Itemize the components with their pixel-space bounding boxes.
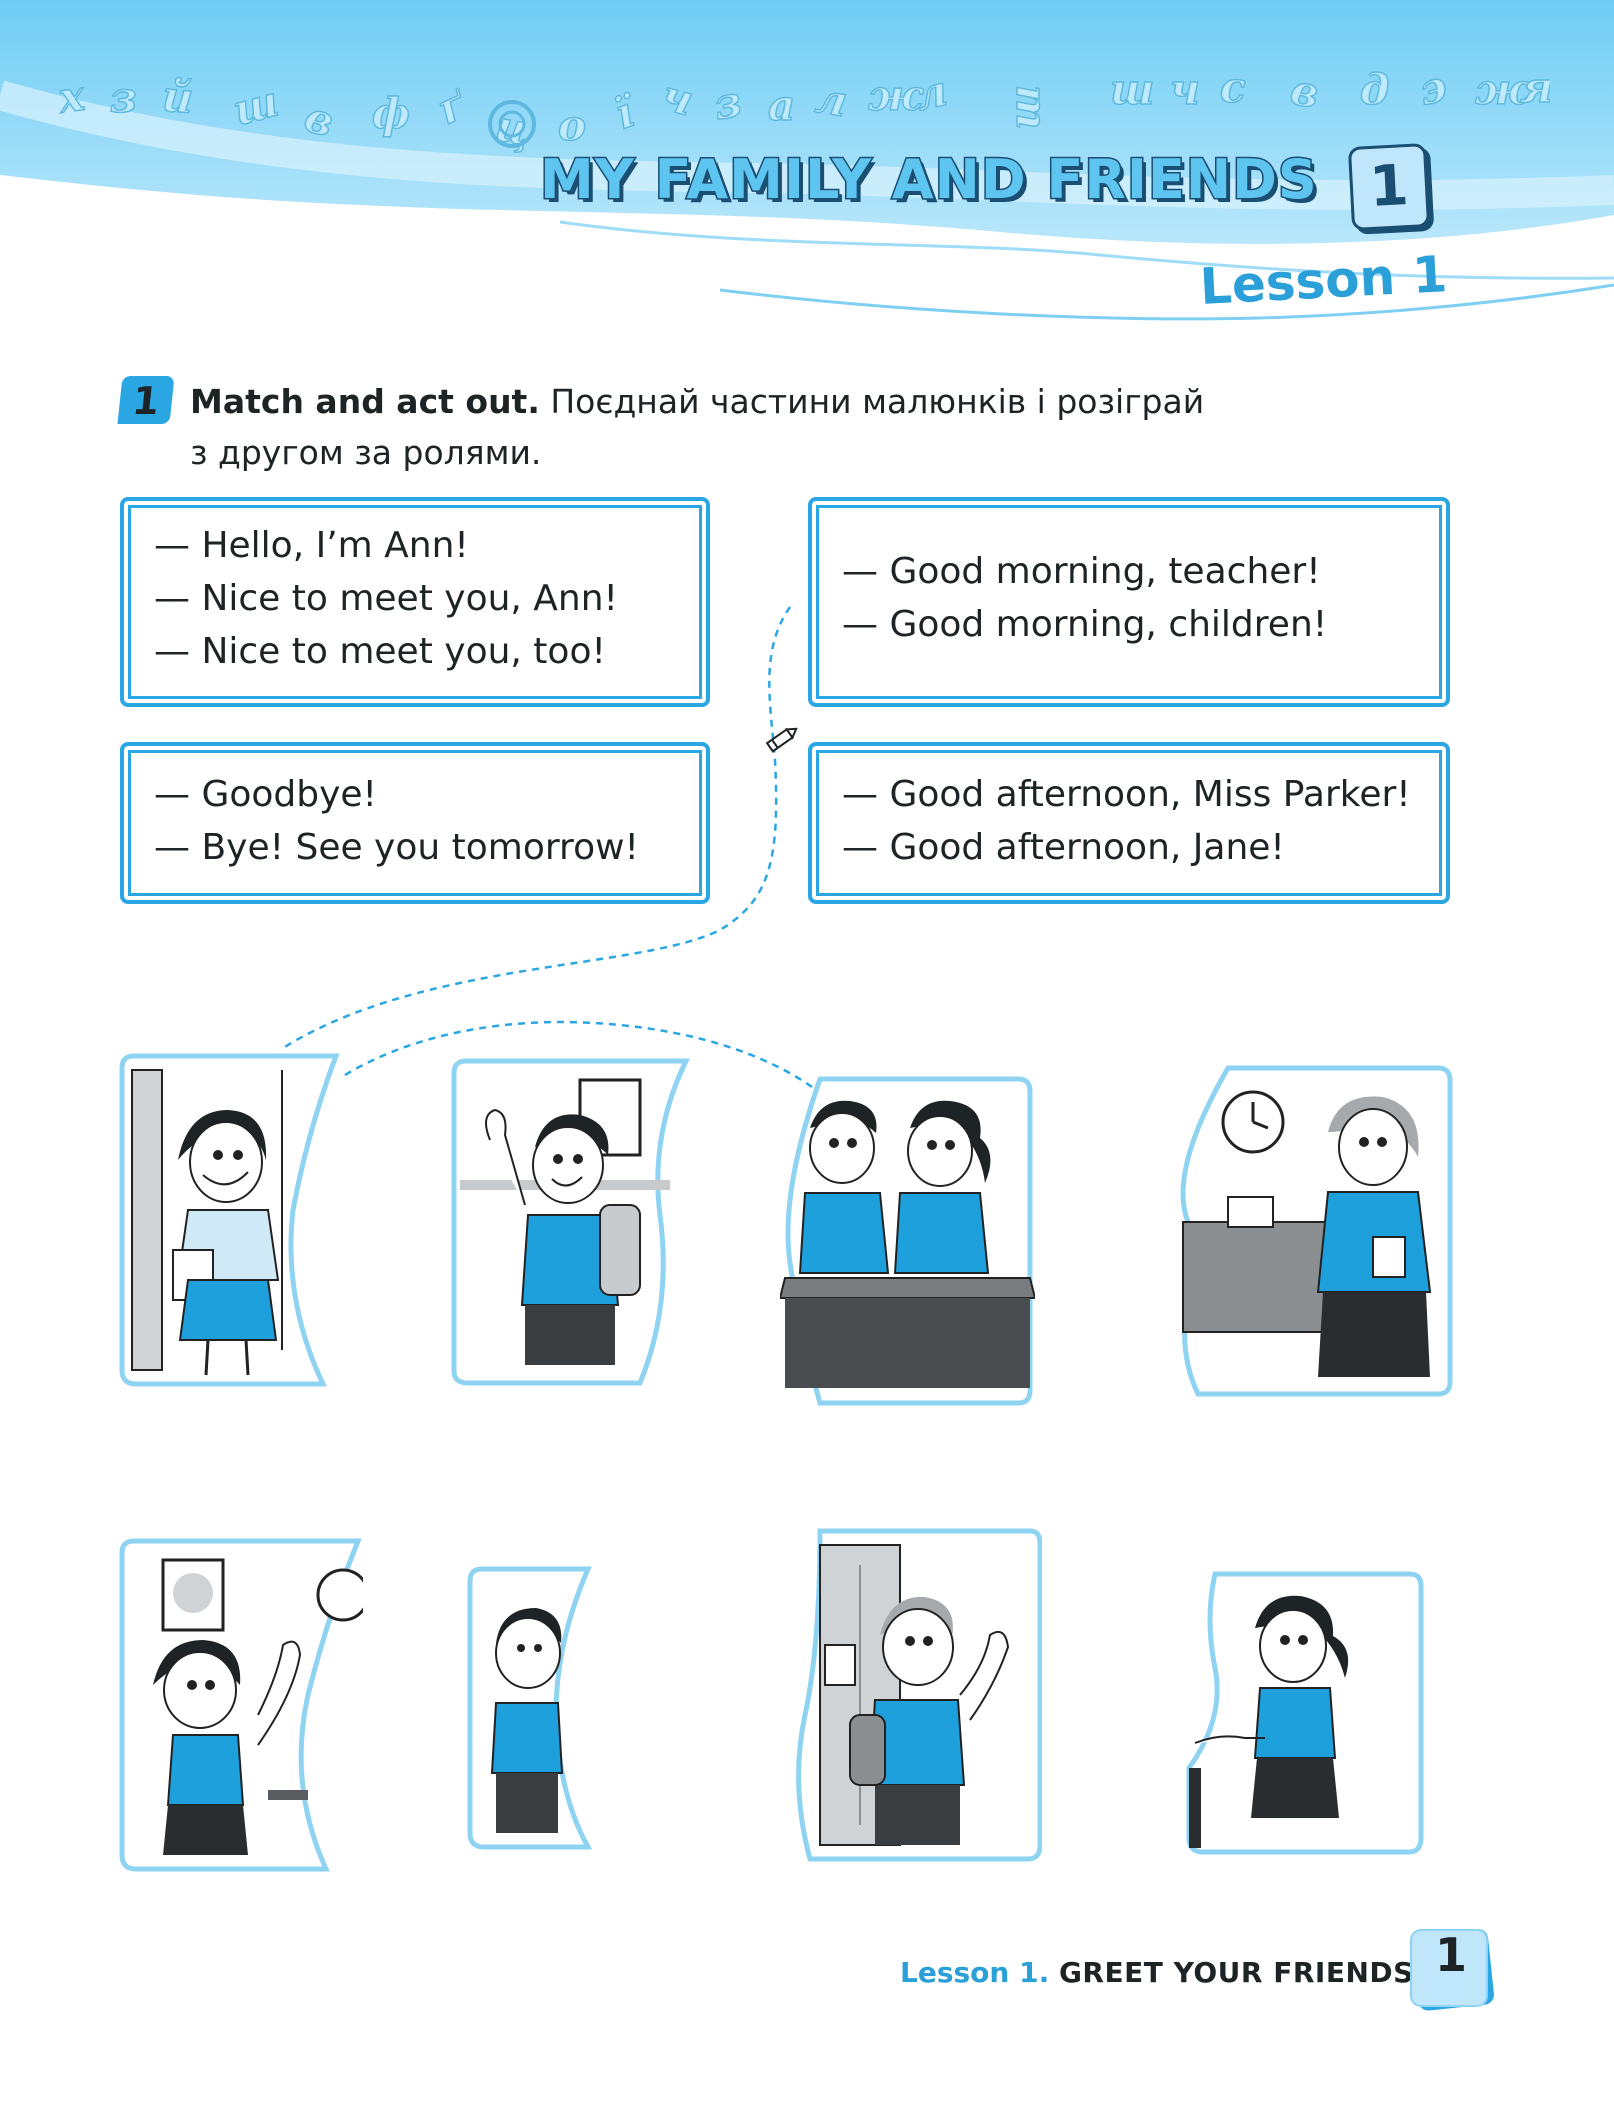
dialogue-box-3[interactable]: — Goodbye! — Bye! See you tomorrow! xyxy=(120,742,710,904)
page-number-badge xyxy=(1410,1929,1494,2011)
task-instruction-line2: з другом за ролями. xyxy=(190,433,542,472)
task-instruction: Match and act out. Поєднай частини малюн… xyxy=(190,382,1204,421)
svg-text:о: о xyxy=(558,101,586,150)
svg-text:ч: ч xyxy=(1170,65,1200,114)
header-background xyxy=(0,0,1614,321)
dialogue-line: — Bye! See you tomorrow! xyxy=(154,827,639,868)
picture-girl-shaking-hands[interactable] xyxy=(1185,1568,1425,1858)
svg-text:ж: ж xyxy=(868,71,924,120)
dialogue-box-4[interactable]: — Good afternoon, Miss Parker! — Good af… xyxy=(808,742,1450,904)
svg-text:з: з xyxy=(110,73,137,122)
dialogue-line: — Nice to meet you, Ann! xyxy=(154,578,618,619)
dialogue-box-1[interactable]: — Hello, I’m Ann! — Nice to meet you, An… xyxy=(120,497,710,707)
task-instruction-bold: Match and act out. xyxy=(190,382,540,421)
svg-text:ж: ж xyxy=(1475,65,1531,114)
picture-teacher-at-door[interactable] xyxy=(118,1050,344,1390)
svg-text:д: д xyxy=(1360,65,1389,114)
footer-lesson-topic: GREET YOUR FRIENDS! xyxy=(1058,1956,1428,1989)
dialogue-line: — Good afternoon, Jane! xyxy=(842,827,1285,868)
svg-text:с: с xyxy=(1220,63,1246,112)
page-number: 1 xyxy=(1434,1928,1467,1982)
picture-boy-at-door-waving[interactable] xyxy=(780,1525,1042,1865)
picture-boy-standing[interactable] xyxy=(466,1563,596,1853)
svg-text:ф: ф xyxy=(372,89,410,138)
footer-lesson-label: Lesson 1. xyxy=(900,1956,1050,1989)
dialogue-line: — Good morning, teacher! xyxy=(842,551,1321,592)
pencil-icon xyxy=(765,727,798,753)
picture-girl-waving[interactable] xyxy=(118,1535,363,1875)
picture-teacher-with-clock[interactable] xyxy=(1168,1062,1453,1400)
example-match-line xyxy=(279,606,836,1106)
svg-text:ш: ш xyxy=(1110,65,1154,114)
decor-letters-row: х з й ш в ф ґ ц о ї ч з а л ж л т ш ч с … xyxy=(54,62,1550,156)
dialogue-line: — Good afternoon, Miss Parker! xyxy=(842,774,1411,815)
footer-lesson-caption: Lesson 1. GREET YOUR FRIENDS! xyxy=(900,1956,1427,1989)
picture-boy-waving[interactable] xyxy=(450,1055,690,1390)
dialogue-line: — Nice to meet you, too! xyxy=(154,631,606,672)
unit-title: MY FAMILY AND FRIENDS xyxy=(539,148,1319,211)
svg-text:л: л xyxy=(812,73,851,127)
svg-text:а: а xyxy=(768,81,795,130)
svg-text:я: я xyxy=(1520,63,1550,112)
svg-text:й: й xyxy=(160,72,195,123)
dialogue-line: — Good morning, children! xyxy=(842,604,1328,645)
task-instruction-rest: Поєднай частини малюнків і розіграй xyxy=(539,382,1205,421)
svg-text:т: т xyxy=(1007,85,1056,129)
dialogue-box-2[interactable]: — Good morning, teacher! — Good morning,… xyxy=(808,497,1450,707)
dialogue-line: — Goodbye! xyxy=(154,774,377,815)
picture-two-pupils-at-desk[interactable] xyxy=(780,1073,1035,1408)
dialogue-line: — Hello, I’m Ann! xyxy=(154,525,469,566)
